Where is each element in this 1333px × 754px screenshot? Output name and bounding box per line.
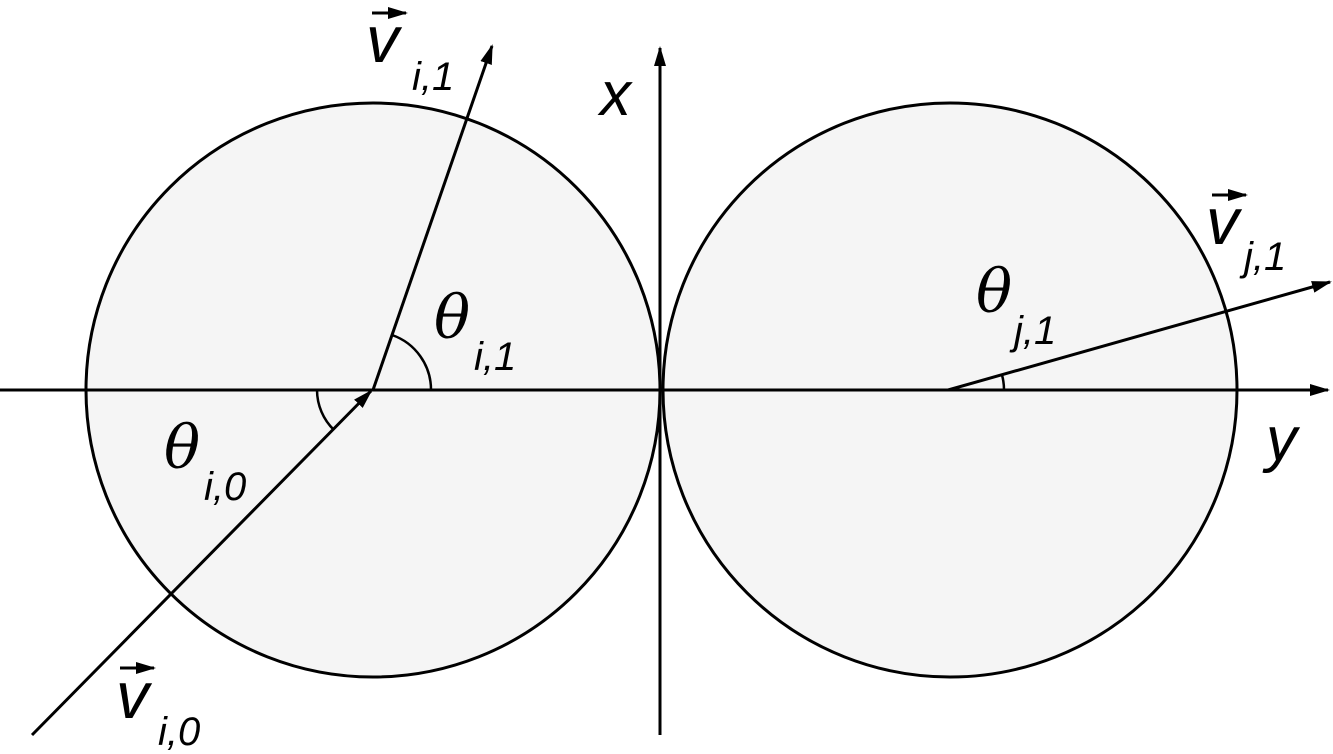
label-v-j1: v j,1: [1206, 184, 1286, 279]
vector-v-j1-line: [947, 280, 1332, 392]
vector-v-i0-line: [30, 389, 373, 737]
angle-subscript: i,1: [474, 335, 516, 379]
angle-subscript: i,0: [204, 465, 246, 509]
angle-subscript: j,1: [1009, 309, 1056, 353]
vector-symbol: v: [1206, 184, 1243, 258]
y-axis-label: y: [1262, 405, 1301, 474]
label-v-i0: v i,0: [116, 658, 200, 754]
vector-symbol: v: [366, 2, 403, 76]
vector-subscript: j,1: [1239, 235, 1286, 279]
label-theta-j1: θ j,1: [976, 257, 1056, 353]
angle-symbol: θ: [434, 283, 470, 353]
label-theta-i0: θ i,0: [164, 413, 246, 509]
vector-subscript: i,1: [412, 55, 454, 99]
x-axis-label: x: [597, 60, 633, 129]
vector-subscript: i,0: [158, 710, 200, 754]
angle-arc-theta-i1: [391, 333, 433, 391]
angle-arc-theta-i0: [315, 389, 335, 431]
vector-v-i1-line: [371, 44, 494, 391]
angle-symbol: θ: [164, 413, 200, 483]
label-theta-i1: θ i,1: [434, 283, 516, 379]
label-v-i1: v i,1: [366, 2, 454, 99]
angle-arc-theta-j1: [1000, 374, 1006, 391]
vector-symbol: v: [116, 658, 153, 732]
angle-symbol: θ: [976, 257, 1012, 327]
